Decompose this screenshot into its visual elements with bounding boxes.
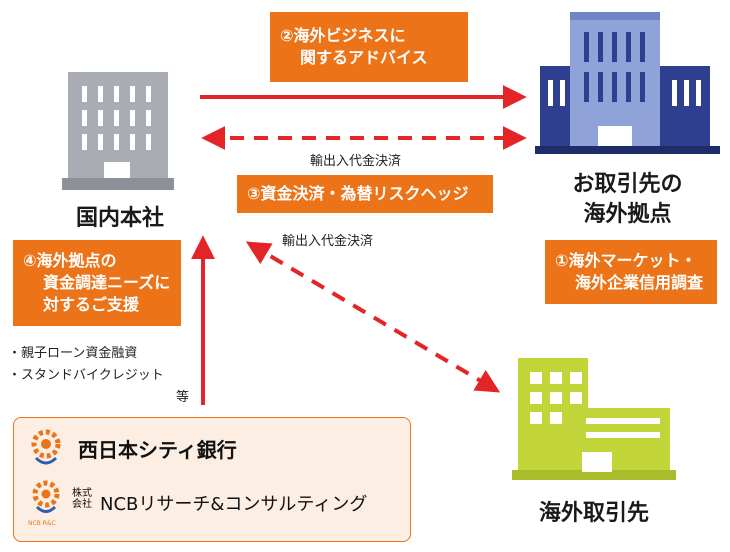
service-1-line1: ①海外マーケット・	[555, 251, 697, 270]
bank1-logo-icon	[31, 429, 61, 465]
service-3-line1: ③資金決済・為替リスクヘッジ	[247, 184, 469, 203]
bank2-logo-icon	[32, 480, 60, 513]
service-2-line2: 関するアドバイス	[300, 48, 428, 67]
settlement-label-1: 輸出入代金決済	[310, 154, 402, 169]
bank2-prefix-line2: 会社	[72, 499, 92, 510]
hq-title: 国内本社	[75, 206, 164, 231]
overseas-partner-building-icon	[512, 358, 676, 480]
support-note-2: ・スタンドバイクレジット	[8, 368, 164, 383]
service-4-line3: 対するご支援	[43, 295, 140, 314]
service-2-line1: ②海外ビジネスに	[280, 26, 406, 45]
support-note-etc: 等	[176, 390, 190, 405]
service-4-line1: ④海外拠点の	[23, 251, 117, 270]
bank2-prefix-line1: 株式	[72, 488, 92, 499]
settlement-arrow-2	[245, 241, 501, 393]
hq-building-icon	[62, 72, 174, 190]
overseas-base-building-icon	[535, 12, 720, 154]
service-4-box: ④海外拠点の 資金調達ニーズに 対するご支援	[13, 240, 181, 326]
bank-group-box: 西日本シティ銀行 NCB R&C 株式 会社 NCBリサーチ&コンサルティング	[13, 417, 411, 542]
overseas-base-title-line1: お取引先の	[572, 172, 683, 197]
support-note-1: ・親子ローン資金融資	[8, 346, 138, 361]
settlement-label-2: 輸出入代金決済	[282, 234, 374, 249]
service-1-line2: 海外企業信用調査	[575, 273, 704, 292]
service-4-line2: 資金調達ニーズに	[43, 273, 171, 292]
overseas-base-title: お取引先の 海外拠点	[535, 170, 720, 230]
overseas-base-title-line2: 海外拠点	[583, 202, 672, 227]
service-3-box: ③資金決済・為替リスクヘッジ	[237, 175, 493, 213]
bank2-prefix: 株式 会社	[72, 488, 92, 510]
bank1-name: 西日本シティ銀行	[78, 438, 237, 462]
overseas-partner-title: 海外取引先	[538, 501, 649, 526]
bank2-name: NCBリサーチ&コンサルティング	[100, 494, 368, 515]
bank2-logo-caption: NCB R&C	[28, 520, 56, 527]
service-2-box: ②海外ビジネスに 関するアドバイス	[270, 12, 468, 82]
service-1-box: ①海外マーケット・ 海外企業信用調査	[545, 240, 717, 304]
